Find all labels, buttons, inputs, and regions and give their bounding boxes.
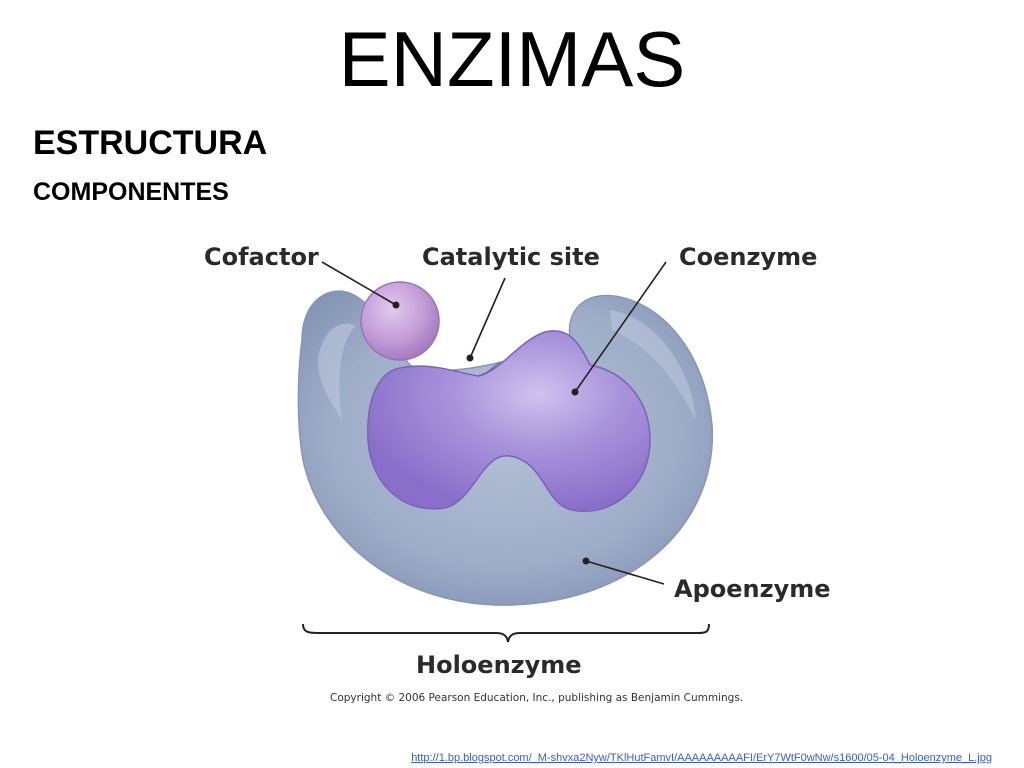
coenzyme-shape: [367, 330, 651, 512]
cofactor-shape: [360, 281, 440, 361]
coenzyme-pointer-dot: [571, 388, 579, 396]
apoenzyme-pointer-dot: [582, 557, 590, 565]
apoenzyme-label: Apoenzyme: [674, 575, 831, 603]
catalytic-site-pointer-dot: [466, 354, 474, 362]
catalytic-site-label: Catalytic site: [422, 243, 600, 271]
slide-title: ENZIMAS: [338, 15, 686, 103]
coenzyme-label: Coenzyme: [679, 243, 817, 271]
holoenzyme-label: Holoenzyme: [416, 651, 582, 679]
holoenzyme-brace: [302, 623, 710, 643]
cofactor-pointer-dot: [392, 301, 400, 309]
leader-lines: [321, 261, 667, 585]
section-heading: ESTRUCTURA: [33, 124, 268, 162]
source-link[interactable]: http://1.bp.blogspot.com/_M-shvxa2Nyw/TK…: [411, 752, 992, 764]
copyright-notice: Copyright © 2006 Pearson Education, Inc.…: [330, 692, 743, 704]
cofactor-label: Cofactor: [204, 243, 319, 271]
section-subheading: COMPONENTES: [33, 178, 229, 206]
